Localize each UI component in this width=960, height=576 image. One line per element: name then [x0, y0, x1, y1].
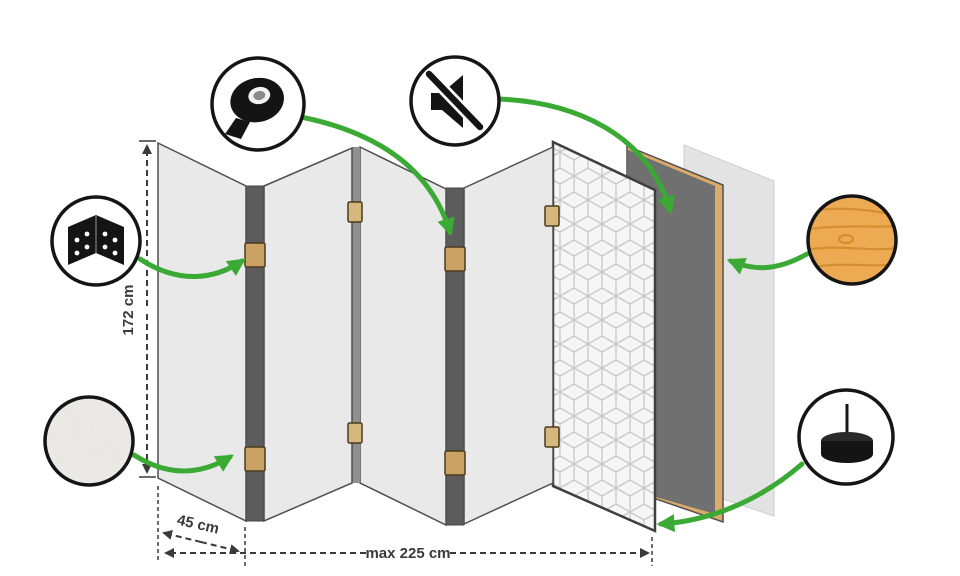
- arrow-mute: [495, 96, 675, 215]
- arrow-wood: [726, 251, 810, 275]
- callout-mute: [409, 55, 501, 147]
- callout-ring: [409, 55, 501, 147]
- screen-panel-2: [263, 146, 353, 523]
- arrow-tape: [298, 114, 455, 237]
- callout-ring: [50, 195, 142, 287]
- hinge: [444, 450, 466, 476]
- callout-hinge: [50, 195, 142, 287]
- callout-wood: [806, 194, 898, 286]
- callouts: [43, 55, 898, 487]
- canvas-grain: [45, 397, 133, 485]
- panel-width-dim-line: [162, 530, 202, 543]
- hinge: [544, 205, 560, 227]
- callout-pad: [797, 388, 895, 486]
- hinge: [244, 242, 266, 268]
- hinge-icon: [68, 215, 124, 265]
- callout-ring: [43, 395, 135, 487]
- callout-ring: [806, 194, 898, 286]
- fold-edge-far-1: [352, 147, 360, 483]
- hinge: [444, 246, 466, 272]
- screen-panel-1: [157, 141, 247, 523]
- hinge: [244, 446, 266, 472]
- divider-panels: [157, 140, 775, 533]
- callout-ring: [210, 56, 306, 152]
- arrow-hinge: [137, 256, 246, 279]
- panel-width-dim-line: [200, 541, 240, 554]
- floor-pad-icon: [821, 404, 873, 463]
- arrow-pad: [656, 461, 805, 533]
- callout-tape: [210, 56, 306, 152]
- screen-panel-4: [463, 145, 554, 526]
- panel-width-label: 45 cm: [175, 512, 220, 538]
- height-label: 172 cm: [120, 285, 137, 336]
- adhesive-tape-icon: [225, 77, 284, 139]
- screen-panel-3: [359, 145, 447, 527]
- hinge: [544, 426, 560, 448]
- hinge: [347, 201, 363, 223]
- patterned-panel: [551, 140, 657, 533]
- hinges: [244, 201, 560, 476]
- hinge: [347, 422, 363, 444]
- callout-arrows: [131, 96, 810, 533]
- arrow-canvas: [131, 452, 234, 474]
- callout-ring: [797, 388, 895, 486]
- muted-speaker-icon: [424, 69, 485, 132]
- callout-canvas: [43, 395, 135, 487]
- max-width-label: max 225 cm: [365, 545, 450, 562]
